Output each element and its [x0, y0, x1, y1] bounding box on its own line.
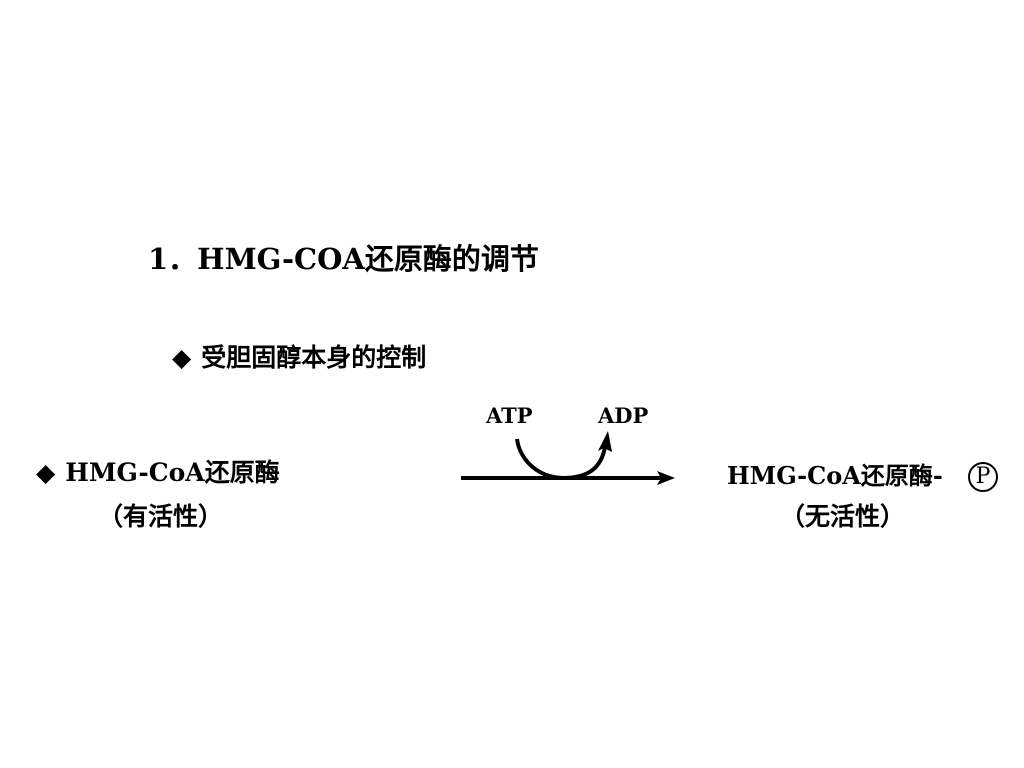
slide-title: 1．HMG-COA还原酶的调节: [148, 242, 539, 276]
subtitle-text: 受胆固醇本身的控制: [201, 343, 427, 372]
reaction-arrow-diagram: [461, 431, 675, 485]
product-enzyme-name: HMG-CoA还原酶-: [727, 461, 943, 490]
phosphate-circle-icon: P: [968, 462, 998, 492]
cofactor-arrowhead-icon: [598, 431, 612, 452]
product-state-label: （无活性）: [780, 502, 906, 531]
reaction-arrowhead-icon: [657, 471, 675, 485]
diamond-bullet-icon: ◆: [172, 343, 192, 372]
subtitle-line: ◆ 受胆固醇本身的控制: [172, 338, 426, 374]
substrate-state-label: （有活性）: [98, 502, 224, 531]
substrate-enzyme-label: ◆ HMG-CoA还原酶: [36, 453, 280, 489]
cofactor-curved-arrow: [515, 438, 607, 481]
atp-label: ATP: [486, 403, 533, 428]
substrate-enzyme-name: HMG-CoA还原酶: [65, 458, 280, 487]
diamond-bullet-icon: ◆: [36, 458, 56, 487]
adp-label: ADP: [598, 403, 649, 428]
